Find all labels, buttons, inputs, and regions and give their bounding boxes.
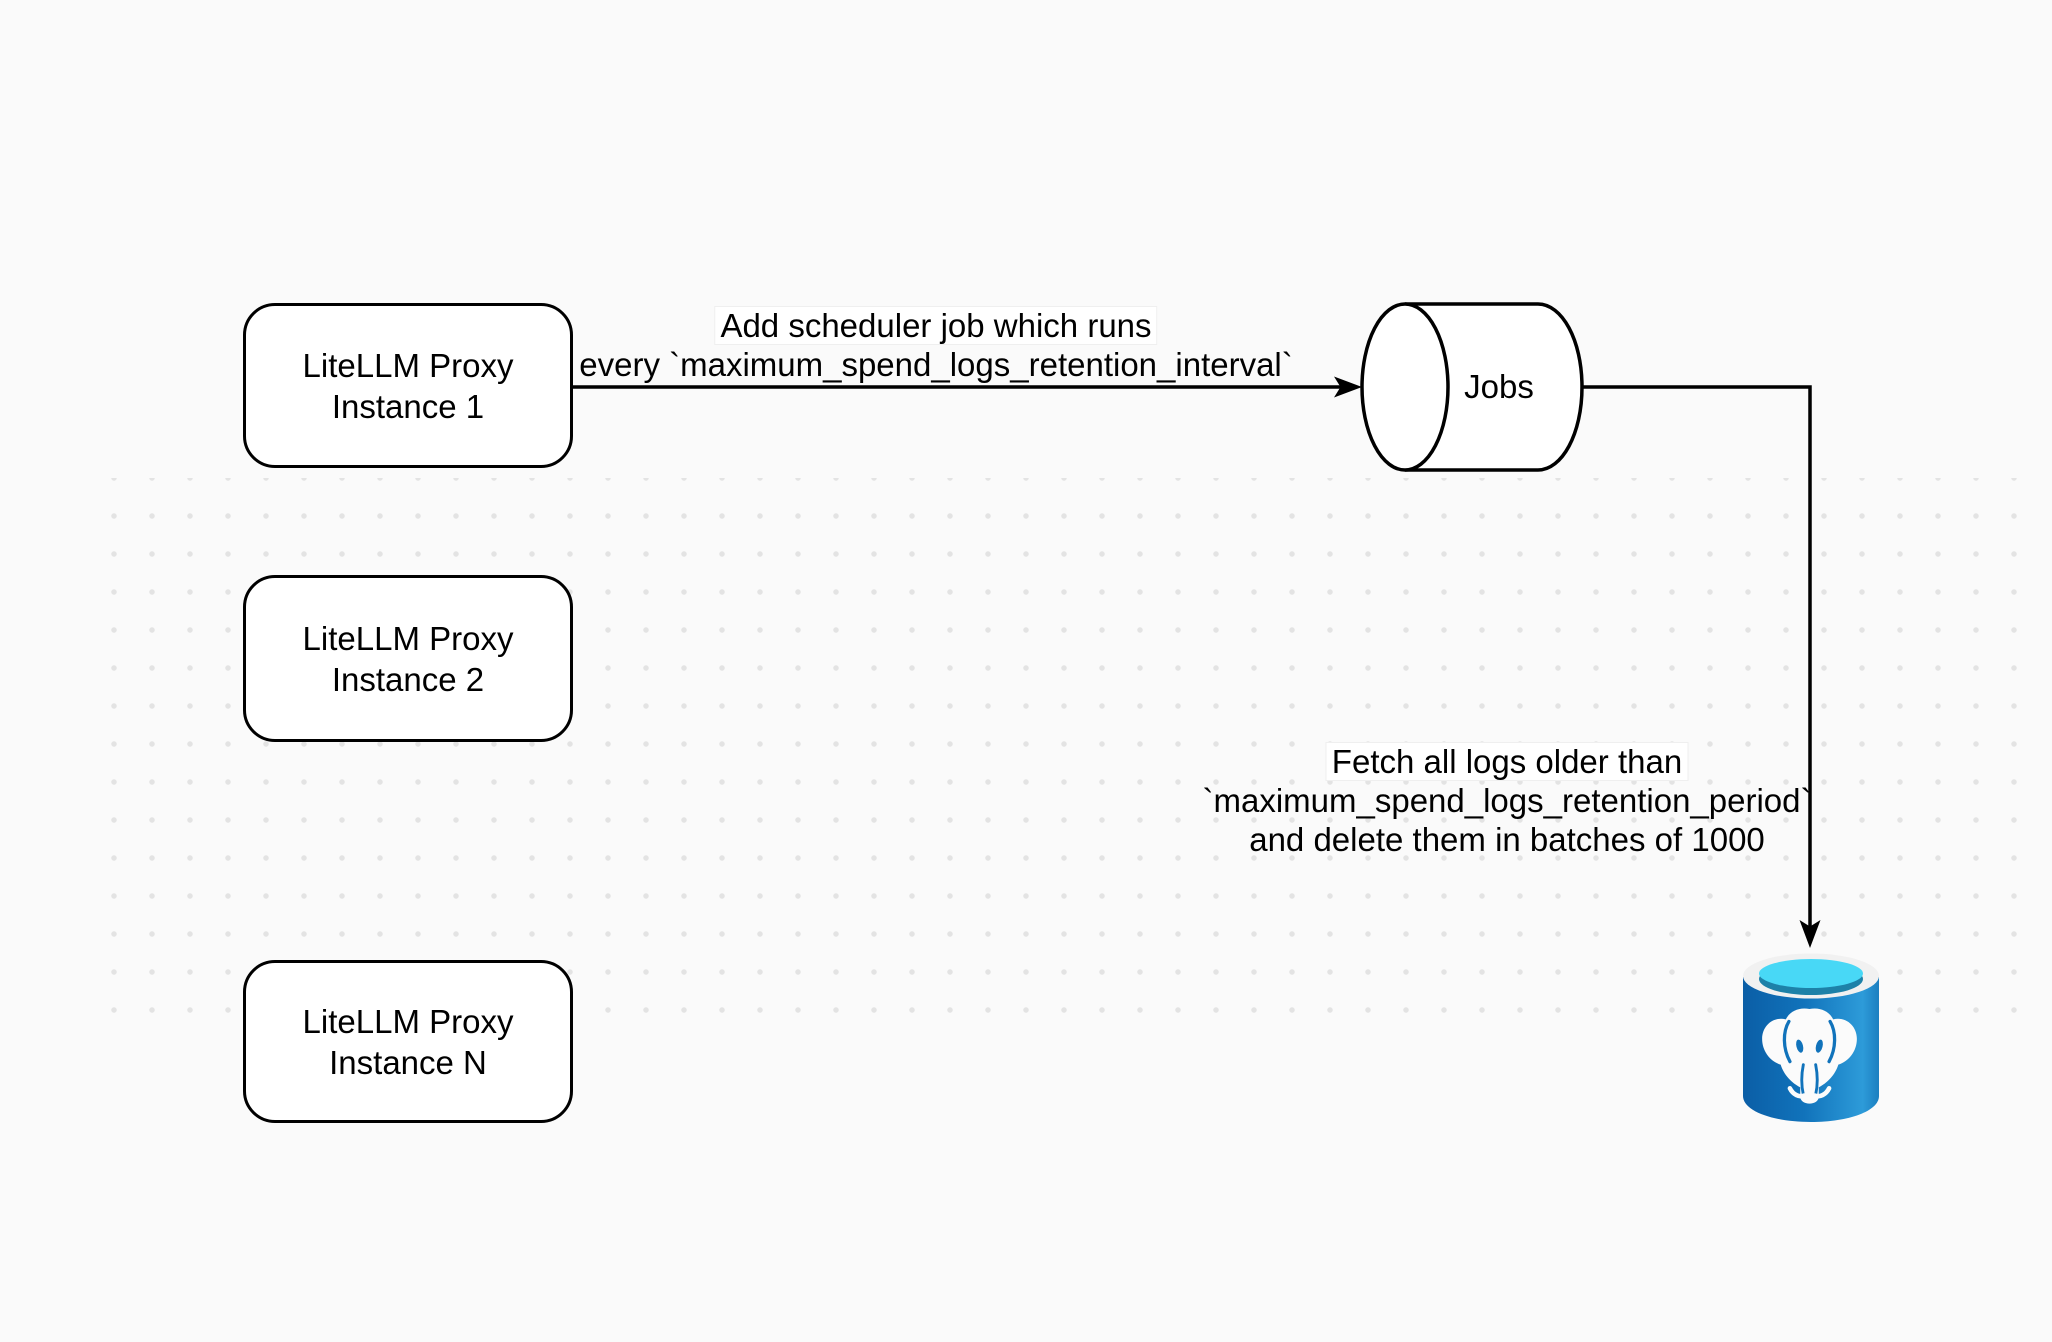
node-litellm-proxy-instance-1: LiteLLM Proxy Instance 1 xyxy=(243,303,573,468)
arrow-cleanup-line xyxy=(1582,385,1812,927)
edge-label-cleanup-line2: `maximum_spend_logs_retention_period` xyxy=(1202,782,1812,819)
node-litellm-proxy-instance-n: LiteLLM Proxy Instance N xyxy=(243,960,573,1123)
edge-label-scheduler-line1: Add scheduler job which runs xyxy=(714,306,1158,345)
pg-elephant-trunk-line-right xyxy=(1814,1063,1819,1096)
node-label-line: Instance N xyxy=(329,1043,487,1081)
edge-label-cleanup-line3: and delete them in batches of 1000 xyxy=(1249,821,1765,858)
pg-elephant-tusk-left xyxy=(1787,1086,1807,1099)
jobs-cylinder-cap xyxy=(1360,302,1450,472)
node-label-line: Instance 1 xyxy=(331,387,485,425)
arrow-cleanup-head xyxy=(1799,920,1821,948)
pg-cylinder-inner-cyan xyxy=(1759,959,1863,988)
edge-label-cleanup-line1: Fetch all logs older than xyxy=(1325,742,1689,781)
node-label-line: LiteLLM Proxy xyxy=(302,1002,514,1040)
pg-elephant-ear-line-left xyxy=(1782,1019,1792,1064)
pg-elephant-trunk-line-left xyxy=(1800,1063,1805,1096)
node-jobs-label: Jobs xyxy=(1464,368,1534,405)
arrow-scheduler-head xyxy=(1334,376,1362,398)
postgresql-database-icon xyxy=(1743,953,1879,1122)
node-label-line: LiteLLM Proxy xyxy=(302,619,514,657)
edge-label-cleanup: Fetch all logs older than `maximum_spend… xyxy=(1202,742,1812,859)
edge-label-scheduler: Add scheduler job which runs every `maxi… xyxy=(579,306,1293,384)
pg-elephant-eye-right xyxy=(1815,1039,1823,1053)
pg-elephant xyxy=(1762,1008,1857,1104)
node-jobs-cylinder xyxy=(1360,302,1584,472)
edge-label-scheduler-line2: every `maximum_spend_logs_retention_inte… xyxy=(579,346,1293,383)
pg-elephant-eye-left xyxy=(1796,1039,1804,1053)
pg-elephant-tusk-right xyxy=(1812,1086,1832,1099)
dot-grid-background xyxy=(108,478,2032,1044)
pg-elephant-ear-line-right xyxy=(1827,1019,1837,1064)
node-litellm-proxy-instance-2: LiteLLM Proxy Instance 2 xyxy=(243,575,573,742)
node-label-line: Instance 2 xyxy=(331,660,485,698)
node-label-line: LiteLLM Proxy xyxy=(302,346,514,384)
